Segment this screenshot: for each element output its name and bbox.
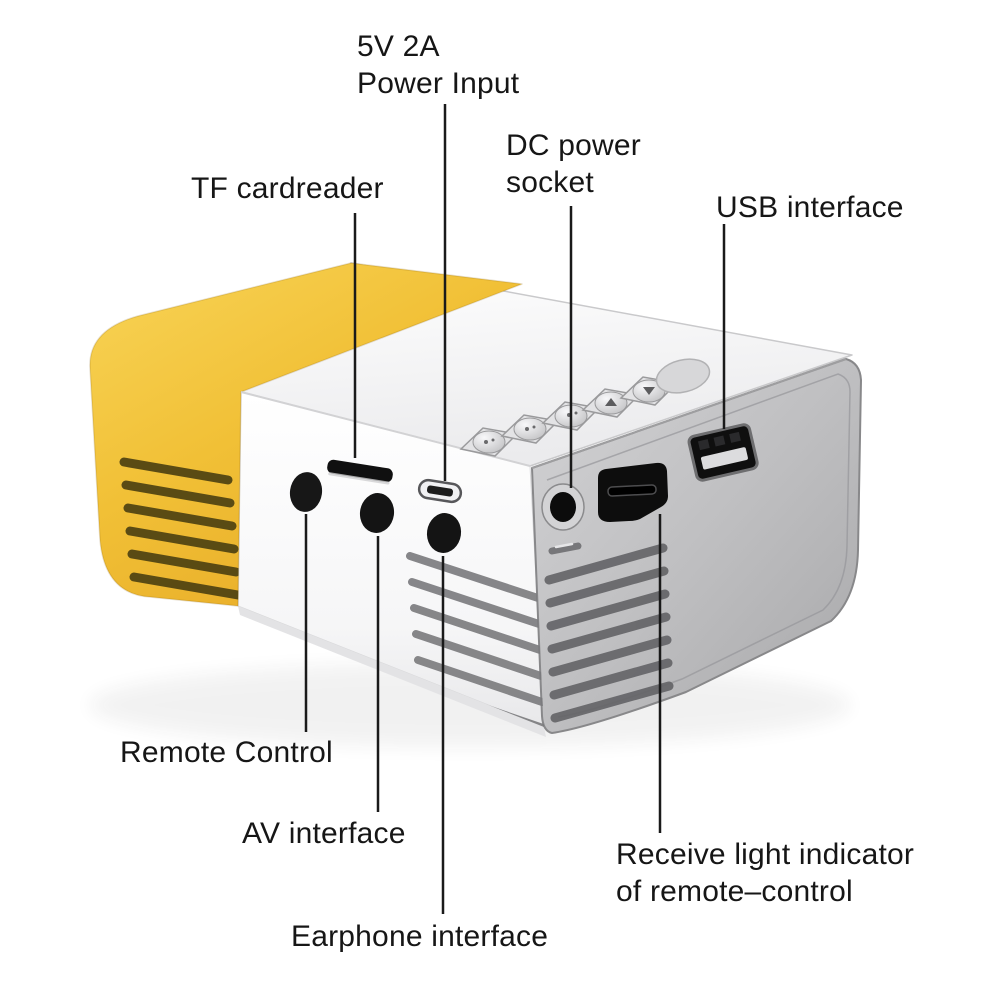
label-line: TF cardreader: [191, 172, 384, 205]
label-line: Remote Control: [120, 736, 333, 769]
label-earphone-interface: Earphone interface: [291, 918, 548, 955]
bottom-edge: [238, 606, 546, 737]
label-receive-light-indicator: Receive light indicator of remote–contro…: [616, 836, 914, 910]
label-line: Power Input: [357, 67, 520, 100]
label-line: AV interface: [242, 817, 406, 850]
side-vent-grille: [544, 543, 675, 733]
label-av-interface: AV interface: [242, 815, 406, 852]
label-line: USB interface: [716, 191, 904, 224]
micro-usb-power-port: [417, 478, 463, 504]
label-line: 5V 2A: [357, 30, 440, 63]
earphone-jack: [426, 513, 462, 553]
label-line: of remote–control: [616, 875, 853, 908]
label-line: Receive light indicator: [616, 838, 915, 871]
label-usb-interface: USB interface: [716, 189, 904, 226]
label-line: DC power: [506, 129, 641, 162]
right-face: [531, 358, 862, 734]
label-tf-cardreader: TF cardreader: [191, 170, 384, 207]
usb-port: [687, 423, 759, 482]
top-right-crease: [531, 358, 847, 469]
label-remote-control: Remote Control: [120, 734, 333, 771]
power-button: [655, 358, 711, 394]
label-dc-power-socket: DC power socket: [506, 127, 641, 201]
left-vent-grille: [119, 457, 243, 600]
latch-slot: [548, 542, 582, 555]
dc-power-socket: [541, 483, 585, 531]
label-line: socket: [506, 166, 594, 199]
hdmi-port: [598, 462, 668, 522]
label-line: Earphone interface: [291, 920, 549, 953]
ir-receiver-dot: [289, 472, 323, 512]
leader-lines: [304, 104, 726, 914]
control-buttons: [459, 358, 711, 457]
tf-card-slot: [327, 459, 393, 485]
av-jack: [359, 493, 395, 533]
label-power-input: 5V 2A Power Input: [357, 28, 519, 102]
